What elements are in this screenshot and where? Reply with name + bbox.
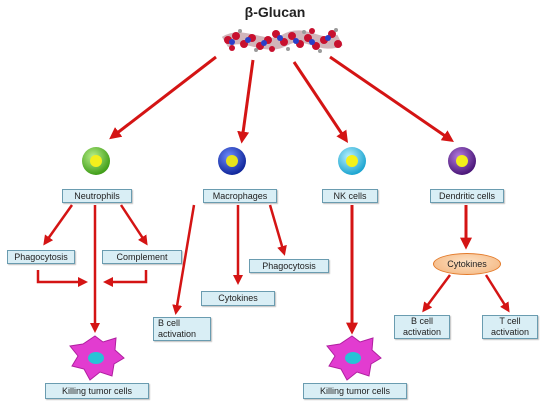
diagram-title: β-Glucan	[244, 4, 306, 20]
neutrophil-cell-icon	[82, 147, 110, 175]
macrophage-b-cell-line1: B cell	[158, 318, 181, 328]
tumor-cell-icon-left	[69, 335, 125, 381]
neutrophil-complement-label: Complement	[102, 250, 182, 264]
macrophage-b-cell-line2: activation	[158, 329, 197, 339]
arrow-macrophages-to-phagocytosis	[268, 204, 287, 256]
nk-cell-icon	[338, 147, 366, 175]
arrow-glucan-to-dendritic	[329, 55, 454, 143]
arrow-phagocytosis-to-killing	[36, 270, 88, 287]
macrophage-b-cell-activation-label: B cell activation	[153, 317, 211, 341]
nk-cells-label: NK cells	[322, 189, 378, 203]
dendritic-t-cell-line2: activation	[490, 327, 530, 337]
dendritic-cell-icon	[448, 147, 476, 175]
dendritic-b-cell-line1: B cell	[410, 316, 433, 326]
dendritic-t-cell-activation-label: T cell activation	[482, 315, 538, 339]
arrow-complement-to-killing	[103, 270, 148, 287]
neutrophil-phagocytosis-label: Phagocytosis	[7, 250, 75, 264]
neutrophils-label: Neutrophils	[62, 189, 132, 203]
arrow-neutrophils-to-phagocytosis	[43, 204, 74, 246]
arrow-glucan-to-macrophages	[237, 59, 255, 144]
arrow-macrophages-to-b-cell	[172, 204, 196, 315]
macrophages-label: Macrophages	[203, 189, 277, 203]
arrow-cytokines-to-t-cell	[484, 274, 510, 313]
dendritic-t-cell-line1: T cell	[499, 316, 521, 326]
tumor-cell-icon-right	[326, 335, 382, 381]
arrow-glucan-to-nk	[292, 61, 348, 143]
dendritic-b-cell-line2: activation	[402, 327, 442, 337]
dendritic-cytokines-label: Cytokines	[433, 253, 501, 275]
arrow-neutrophils-to-complement	[119, 204, 148, 246]
macrophage-cell-icon	[218, 147, 246, 175]
macrophage-phagocytosis-label: Phagocytosis	[249, 259, 329, 273]
macrophage-cytokines-label: Cytokines	[201, 291, 275, 306]
arrow-glucan-to-neutrophils	[109, 55, 217, 140]
dendritic-cells-label: Dendritic cells	[430, 189, 504, 203]
nk-killing-label: Killing tumor cells	[303, 383, 407, 399]
neutrophil-killing-label: Killing tumor cells	[45, 383, 149, 399]
arrow-cytokines-to-b-cell	[422, 274, 452, 313]
dendritic-b-cell-activation-label: B cell activation	[394, 315, 450, 339]
beta-glucan-molecule-icon	[221, 28, 343, 53]
